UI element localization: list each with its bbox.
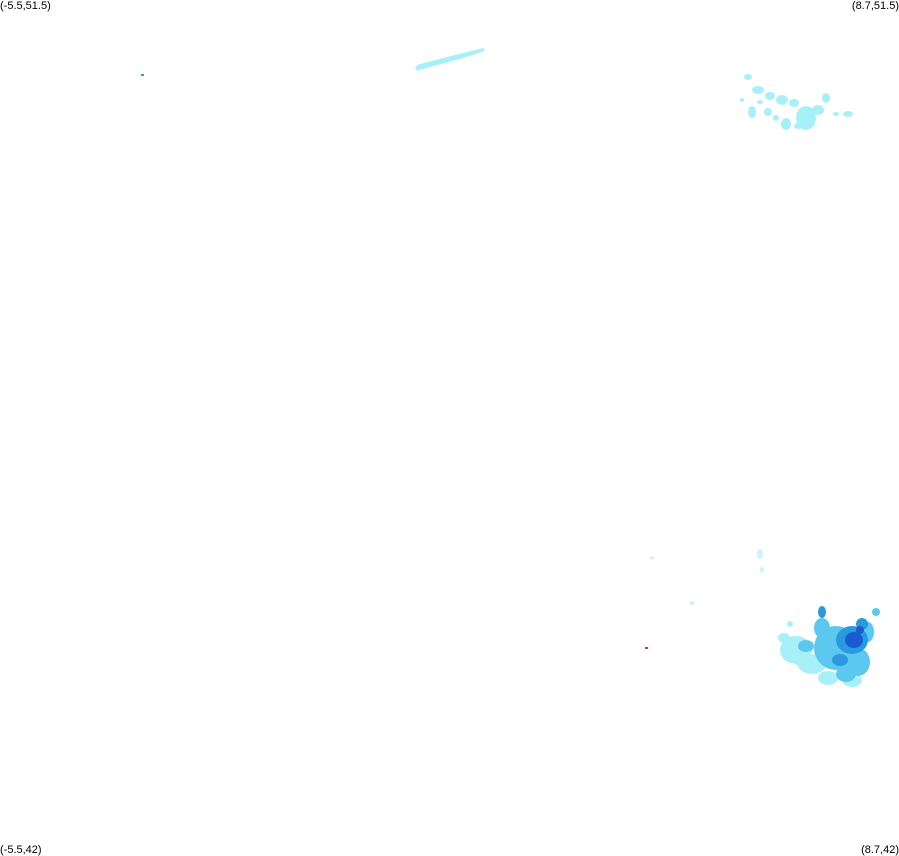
precip-storm-southeast [778, 606, 880, 687]
precip-specks-east [650, 549, 764, 605]
precip-cluster-northeast [740, 74, 853, 130]
precip-band-north [415, 48, 485, 71]
corner-label-top-right: (8.7,51.5) [851, 0, 899, 12]
corner-label-bottom-right: (8.7,42) [861, 844, 899, 856]
corner-label-bottom-left: (-5.5,42) [0, 844, 42, 856]
precip-cell-magenta [645, 647, 648, 649]
precip-cell-northwest [141, 74, 144, 76]
corner-label-top-left: (-5.5,51.5) [0, 0, 51, 12]
